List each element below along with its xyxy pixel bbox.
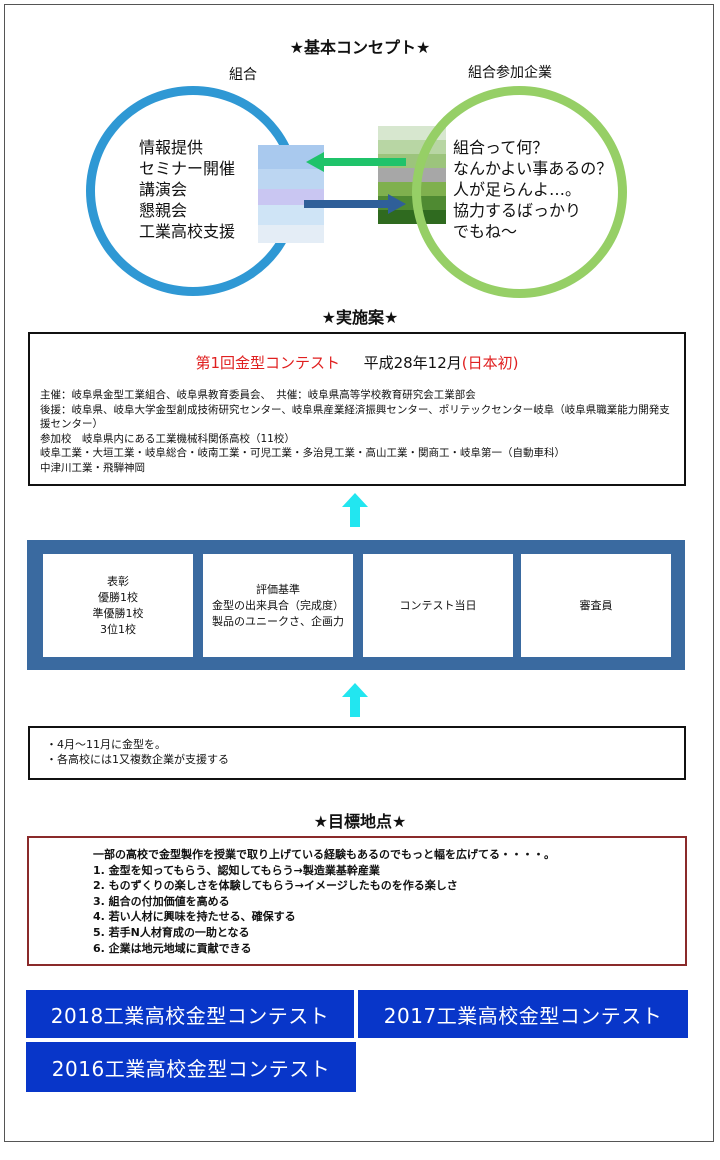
concept-heading: ★基本コンセプト★ xyxy=(289,38,431,57)
union-service-item: 講演会 xyxy=(139,180,188,199)
card-line: 優勝1校 xyxy=(98,590,138,604)
card-line: 3位1校 xyxy=(100,622,136,636)
exchange-arrows xyxy=(304,152,406,214)
award-card: 表彰 優勝1校 準優勝1校 3位1校 xyxy=(43,554,193,657)
card-line: コンテスト当日 xyxy=(399,598,477,612)
union-services-list: 情報提供 セミナー開催 講演会 懇親会 工業高校支援 xyxy=(139,137,235,242)
card-line: 製品のユニークさ、企画力 xyxy=(212,614,344,628)
detail-line: 岐阜工業・大垣工業・岐阜総合・岐南工業・可児工業・多治見工業・高山工業・関商工・… xyxy=(40,447,565,459)
member-question-item: 人が足らんよ…。 xyxy=(453,180,582,199)
member-question-item: でもね～ xyxy=(453,222,518,241)
card-line: 表彰 xyxy=(107,574,129,588)
union-service-item: 懇親会 xyxy=(139,201,188,220)
member-company-circle xyxy=(412,86,627,298)
goals-panel: 一部の高校で金型製作を授業で取り上げている経験もあるのでもっと幅を広げてる・・・… xyxy=(27,836,687,966)
goal-line: 5. 若手N人材育成の一助となる xyxy=(93,925,250,939)
arrow-left-icon xyxy=(306,152,406,172)
judges-card: 審査員 xyxy=(521,554,671,657)
detail-line: 中津川工業・飛騨神岡 xyxy=(40,461,145,474)
union-service-item: 工業高校支援 xyxy=(139,222,236,241)
goal-line: 一部の高校で金型製作を授業で取り上げている経験もあるのでもっと幅を広げてる・・・… xyxy=(93,848,555,861)
union-label: 組合 xyxy=(229,67,257,83)
goal-line: 1. 金型を知ってもらう、認知してもらう→製造業基幹産業 xyxy=(93,863,380,877)
schedule-notes: ・4月～11月に金型を。 ・各高校には1又複数企業が支援する xyxy=(46,737,229,767)
card-line: 準優勝1校 xyxy=(92,606,144,620)
goal-line: 4. 若い人材に興味を持たせる、確保する xyxy=(93,910,296,924)
note-line: ・4月～11月に金型を。 xyxy=(46,738,166,751)
union-service-item: 情報提供 xyxy=(139,138,204,157)
contest-title: 第1回金型コンテスト 平成28年12月(日本初) xyxy=(30,352,684,373)
member-questions-list: 組合って何？ なんかよい事あるの？ 人が足らんよ…。 協力するばっかり でもね～ xyxy=(453,137,612,242)
member-question-item: 協力するばっかり xyxy=(453,201,582,220)
contest-details: 主催：岐阜県金型工業組合、岐阜県教育委員会、 共催：岐阜県高等学校教育研究会工業… xyxy=(40,388,680,475)
contest-2017-button[interactable]: 2017工業高校金型コンテスト xyxy=(358,990,688,1038)
page-frame xyxy=(4,4,714,1142)
detail-line: 後援：岐阜県、岐阜大学金型創成技術研究センター、岐阜県産業経済振興センター、ポリ… xyxy=(40,403,670,431)
note-line: ・各高校には1又複数企業が支援する xyxy=(46,753,229,766)
goals-heading: ★目標地点★ xyxy=(313,812,407,831)
goal-line: 6. 企業は地元地域に貢献できる xyxy=(93,941,252,955)
up-arrow-icon xyxy=(342,493,368,527)
plan-heading: ★実施案★ xyxy=(321,308,399,327)
up-arrow-icon xyxy=(342,683,368,717)
contest-first-note: (日本初) xyxy=(461,354,519,372)
arrow-right-icon xyxy=(304,194,406,214)
card-line: 審査員 xyxy=(579,598,613,612)
member-question-item: 組合って何？ xyxy=(453,138,549,157)
contest-components-band: 表彰 優勝1校 準優勝1校 3位1校 評価基準 金型の出来具合（完成度） 製品の… xyxy=(27,540,685,670)
detail-line: 参加校 岐阜県内にある工業機械科関係高校（11校） xyxy=(40,432,295,445)
goal-line: 2. ものずくりの楽しさを体験してもらう→イメージしたものを作る楽しさ xyxy=(93,879,458,893)
criteria-card: 評価基準 金型の出来具合（完成度） 製品のユニークさ、企画力 xyxy=(203,554,353,657)
card-line: 評価基準 xyxy=(256,582,300,596)
contest-2016-button[interactable]: 2016工業高校金型コンテスト xyxy=(26,1042,356,1092)
contest-name: 第1回金型コンテスト xyxy=(195,354,341,372)
member-company-label: 組合参加企業 xyxy=(468,65,552,81)
goals-list: 一部の高校で金型製作を授業で取り上げている経験もあるのでもっと幅を広げてる・・・… xyxy=(93,847,555,956)
contest-date: 平成28年12月 xyxy=(363,354,462,372)
contest-2018-button[interactable]: 2018工業高校金型コンテスト xyxy=(26,990,354,1038)
card-line: 金型の出来具合（完成度） xyxy=(212,598,344,612)
contest-info-panel: 第1回金型コンテスト 平成28年12月(日本初) 主催：岐阜県金型工業組合、岐阜… xyxy=(28,332,686,486)
contest-day-card: コンテスト当日 xyxy=(363,554,513,657)
detail-line: 主催：岐阜県金型工業組合、岐阜県教育委員会、 共催：岐阜県高等学校教育研究会工業… xyxy=(40,389,476,401)
member-question-item: なんかよい事あるの？ xyxy=(453,159,613,178)
goal-line: 3. 組合の付加価値を高める xyxy=(93,894,230,908)
schedule-notes-panel xyxy=(28,726,686,780)
union-service-item: セミナー開催 xyxy=(139,159,236,178)
